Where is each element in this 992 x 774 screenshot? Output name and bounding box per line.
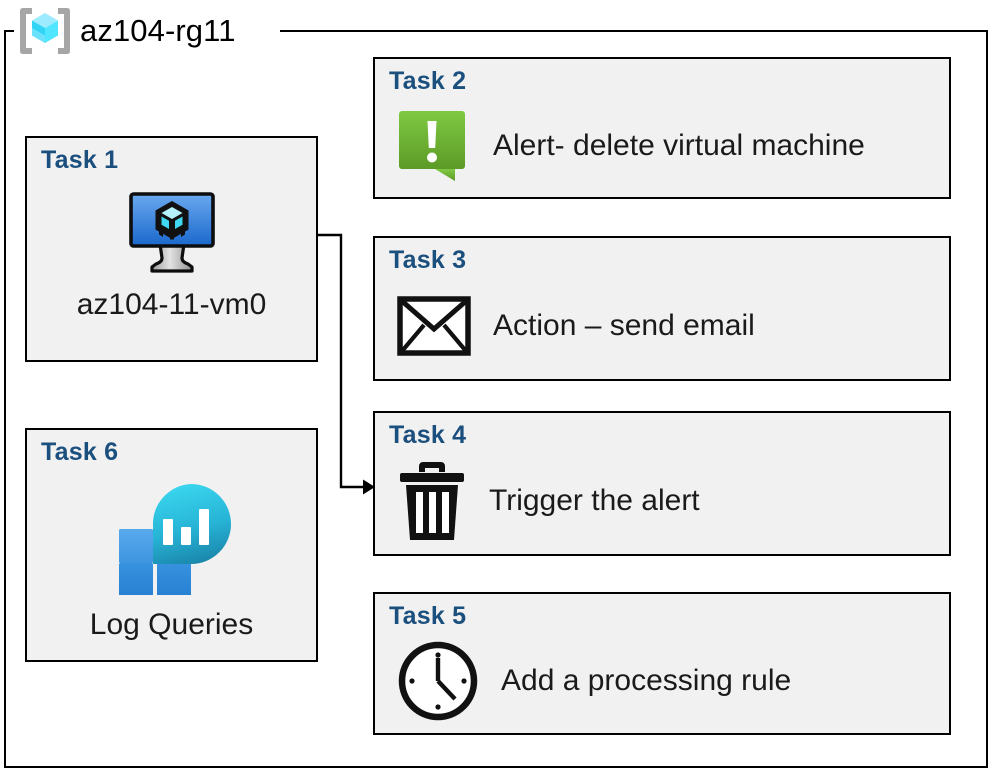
card-task4-icon-slot (397, 459, 467, 543)
card-task6-icon-slot (27, 478, 316, 596)
card-task4-label: Trigger the alert (489, 484, 700, 517)
card-task5[interactable]: Task 5 Add a processing rule (373, 592, 951, 735)
envelope-icon (397, 295, 471, 356)
card-task3-label: Action – send email (493, 309, 755, 342)
clock-icon (398, 641, 478, 720)
card-task1-label: az104-11-vm0 (76, 288, 267, 321)
card-task5-title: Task 5 (389, 602, 467, 630)
card-task2-row: Alert- delete virtual machine (397, 99, 939, 191)
resource-group-label-gap (14, 18, 280, 44)
card-task1[interactable]: Task 1 (25, 136, 318, 362)
card-task1-title: Task 1 (41, 146, 119, 174)
card-task5-row: Add a processing rule (397, 634, 939, 727)
resource-group-name: az104-rg11 (80, 12, 236, 48)
card-task6-label: Log Queries (89, 608, 254, 641)
trash-can-icon (400, 461, 464, 540)
card-task2-icon-slot (397, 107, 471, 183)
card-task4[interactable]: Task 4 Trigger the alert (373, 411, 951, 556)
card-task3-icon-slot (397, 295, 471, 356)
virtual-machine-monitor-icon (128, 192, 215, 273)
resource-group-frame (4, 30, 988, 768)
card-task6[interactable]: Task 6 (25, 428, 318, 662)
alert-exclamation-bubble-icon (399, 111, 465, 181)
card-task4-row: Trigger the alert (397, 453, 939, 548)
card-task3[interactable]: Task 3 Action – send email (373, 236, 951, 381)
card-task5-label: Add a processing rule (501, 664, 792, 697)
card-task5-icon-slot (397, 640, 479, 722)
card-task4-title: Task 4 (389, 421, 467, 449)
card-task3-title: Task 3 (389, 246, 467, 274)
card-task1-icon-slot (27, 190, 316, 276)
card-task6-title: Task 6 (41, 438, 119, 466)
card-task2-label: Alert- delete virtual machine (493, 128, 865, 162)
log-analytics-chart-icon (118, 484, 231, 595)
azure-resource-group-cube-icon (20, 8, 70, 54)
card-task3-row: Action – send email (397, 278, 939, 373)
card-task2-title: Task 2 (389, 67, 467, 95)
card-task2[interactable]: Task 2 (373, 57, 951, 199)
resource-group-label: az104-rg11 (16, 4, 236, 58)
